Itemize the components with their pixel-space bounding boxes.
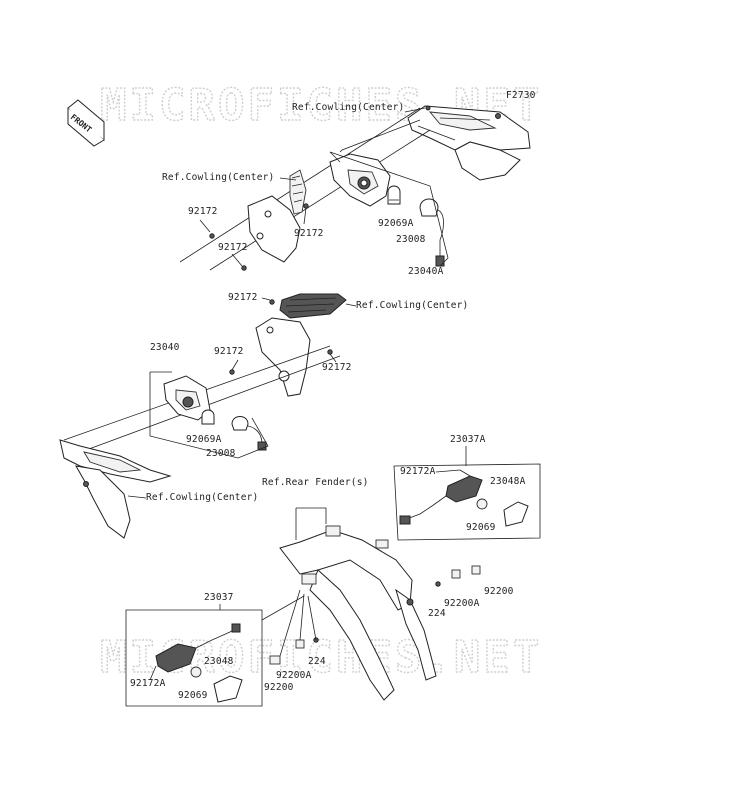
turn-signal-housing-lower — [163, 375, 211, 421]
diagram-code: F2730 — [506, 90, 536, 101]
label-ref-cowling-left: Ref.Cowling(Center) — [162, 172, 274, 183]
screw-92172-e — [229, 359, 239, 375]
label-92172a-right: 92172A — [400, 466, 436, 477]
socket-upper — [419, 198, 445, 267]
label-23048a: 23048A — [490, 476, 526, 487]
label-92172-1: 92172 — [188, 206, 218, 217]
label-92200-left: 92200 — [264, 682, 294, 693]
label-23008-upper: 23008 — [396, 234, 426, 245]
bulb-92069-left — [190, 666, 202, 678]
label-92069a-upper: 92069A — [378, 218, 414, 229]
label-23037: 23037 — [204, 592, 234, 603]
label-23037a: 23037A — [450, 434, 486, 445]
label-224-left: 224 — [308, 656, 326, 667]
label-92200-right: 92200 — [484, 586, 514, 597]
turn-signal-left — [155, 623, 241, 673]
center-cowling-lower — [59, 439, 172, 539]
label-92200a-right: 92200A — [444, 598, 480, 609]
label-23040: 23040 — [150, 342, 180, 353]
bulb-lower — [201, 409, 215, 425]
label-ref-rear-fender: Ref.Rear Fender(s) — [262, 477, 369, 488]
label-92069a-lower: 92069A — [186, 434, 222, 445]
turn-signal-right — [399, 469, 483, 525]
label-23040a: 23040A — [408, 266, 444, 277]
socket-lower — [231, 416, 267, 451]
label-92172-5: 92172 — [214, 346, 244, 357]
label-23048: 23048 — [204, 656, 234, 667]
screw-92172-a — [199, 219, 215, 239]
grommet-92200a-left — [295, 639, 305, 649]
grommet-92200-left — [269, 655, 281, 665]
screw-92172-c — [303, 203, 309, 225]
label-92200a-left: 92200A — [276, 670, 312, 681]
label-92172-3: 92172 — [294, 228, 324, 239]
screw-92172-b — [231, 253, 247, 271]
label-92069-left: 92069 — [178, 690, 208, 701]
grommet-92200a-right — [451, 569, 461, 579]
center-cowling-top — [407, 105, 531, 181]
bracket-middle — [255, 317, 311, 397]
lens-23048a — [503, 501, 529, 527]
label-ref-cowling-mid: Ref.Cowling(Center) — [356, 300, 468, 311]
label-ref-cowling-top: Ref.Cowling(Center) — [292, 102, 404, 113]
label-92172-4: 92172 — [228, 292, 258, 303]
label-224-right: 224 — [428, 608, 446, 619]
label-23008-lower: 23008 — [206, 448, 236, 459]
bulb-92069-right — [476, 498, 488, 510]
front-arrow-icon: FRONT — [67, 99, 105, 147]
label-92172-2: 92172 — [218, 242, 248, 253]
bulb-upper — [387, 185, 401, 205]
tail-light — [279, 293, 347, 319]
screw-92172-d — [269, 299, 275, 305]
screw-92172-f — [327, 349, 337, 363]
label-92069-right: 92069 — [466, 522, 496, 533]
label-92172a-left: 92172A — [130, 678, 166, 689]
rear-fender — [279, 525, 437, 701]
screw-224-right — [435, 581, 441, 587]
bracket-upper-left — [247, 169, 307, 263]
grommet-92200-right — [471, 565, 481, 575]
label-92172-6: 92172 — [322, 362, 352, 373]
lens-23048 — [213, 675, 243, 703]
label-ref-cowling-lower: Ref.Cowling(Center) — [146, 492, 258, 503]
